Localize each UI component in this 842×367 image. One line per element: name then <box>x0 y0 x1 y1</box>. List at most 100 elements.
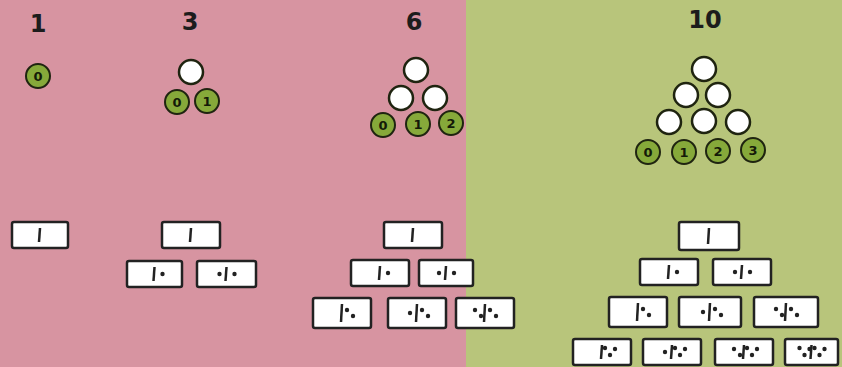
dot-tile <box>573 339 631 365</box>
tile-outline <box>456 298 514 328</box>
green-ground <box>466 0 842 367</box>
dot-tile <box>127 261 182 287</box>
tile-dot <box>817 353 821 357</box>
number-circle: 1 <box>194 88 220 114</box>
tile-dot <box>608 353 612 357</box>
tile-dot <box>673 346 677 350</box>
tile-outline <box>384 222 442 248</box>
tile-divider <box>811 345 812 359</box>
white-circle <box>423 86 447 110</box>
dot-tile <box>197 261 256 287</box>
tile-dot <box>479 314 483 318</box>
number-circle: 0 <box>25 63 51 89</box>
tile-dot <box>408 311 412 315</box>
dot-tile <box>388 298 446 328</box>
dot-tile <box>679 297 741 327</box>
tile-outline <box>197 261 256 287</box>
dot-tile <box>351 260 409 286</box>
tile-dot <box>748 270 752 274</box>
tile-dot <box>732 347 736 351</box>
tile-outline <box>127 261 182 287</box>
tile-dot <box>663 350 667 354</box>
tile-divider <box>416 304 417 322</box>
tile-dot <box>797 346 801 350</box>
tile-outline <box>679 297 741 327</box>
tile-dot <box>780 313 784 317</box>
dot-tile <box>643 339 701 365</box>
dot-tile <box>715 339 773 365</box>
tile-divider <box>708 228 709 244</box>
tile-dot <box>232 272 236 276</box>
tile-dot <box>802 353 806 357</box>
tile-dot <box>420 308 424 312</box>
circle-number: 0 <box>33 70 42 83</box>
white-circle <box>706 83 730 107</box>
circle-number: 1 <box>679 146 688 159</box>
tile-dot <box>160 272 164 276</box>
dot-tile <box>785 339 838 365</box>
circle-number: 2 <box>713 145 722 158</box>
tile-outline <box>162 222 220 248</box>
white-circle <box>657 110 681 134</box>
number-circle: 0 <box>370 112 396 138</box>
tile-outline <box>313 298 371 328</box>
dot-tile <box>679 222 739 250</box>
tile-dot <box>713 307 717 311</box>
tile-divider <box>154 267 155 281</box>
tile-dot <box>755 347 759 351</box>
tile-dot <box>345 308 349 312</box>
triangular-number: 6 <box>406 10 423 34</box>
tile-dot <box>641 307 645 311</box>
tile-dot <box>494 314 498 318</box>
tile-dot <box>351 314 355 318</box>
circle-number: 0 <box>172 96 181 109</box>
white-circle <box>674 83 698 107</box>
tile-outline <box>388 298 446 328</box>
tile-divider <box>190 228 191 242</box>
white-circle <box>692 57 716 81</box>
number-circle: 2 <box>438 110 464 136</box>
tile-divider <box>785 303 786 321</box>
tile-dot <box>603 346 607 350</box>
circle-number: 2 <box>446 117 455 130</box>
number-circle: 3 <box>740 137 766 163</box>
tile-dot <box>437 271 441 275</box>
tile-outline <box>573 339 631 365</box>
tile-dot <box>789 307 793 311</box>
tile-dot <box>733 270 737 274</box>
dot-tile <box>640 259 698 285</box>
tile-divider <box>484 304 485 322</box>
tile-divider <box>226 267 227 281</box>
tile-divider <box>379 266 380 280</box>
number-circle: 0 <box>164 89 190 115</box>
tile-divider <box>601 345 602 359</box>
tile-outline <box>713 259 771 285</box>
triangular-number: 3 <box>182 10 199 34</box>
tile-dot <box>750 353 754 357</box>
tile-dot <box>426 314 430 318</box>
dot-tile <box>313 298 371 328</box>
tile-outline <box>754 297 818 327</box>
circle-number: 1 <box>413 118 422 131</box>
white-circle <box>404 58 428 82</box>
tile-dot <box>647 313 651 317</box>
tile-outline <box>609 297 667 327</box>
tile-divider <box>743 345 744 359</box>
dot-tile <box>162 222 220 248</box>
white-circle <box>726 110 750 134</box>
tile-dot <box>452 271 456 275</box>
tile-divider <box>445 266 446 280</box>
dot-tile <box>713 259 771 285</box>
dot-tile <box>384 222 442 248</box>
circle-number: 0 <box>643 146 652 159</box>
tile-dot <box>386 271 390 275</box>
tile-divider <box>341 304 342 322</box>
circle-number: 3 <box>748 144 757 157</box>
tile-dot <box>774 307 778 311</box>
tile-dot <box>719 313 723 317</box>
number-circle: 0 <box>635 139 661 165</box>
tile-divider <box>412 228 413 242</box>
pink-ground <box>0 0 466 367</box>
